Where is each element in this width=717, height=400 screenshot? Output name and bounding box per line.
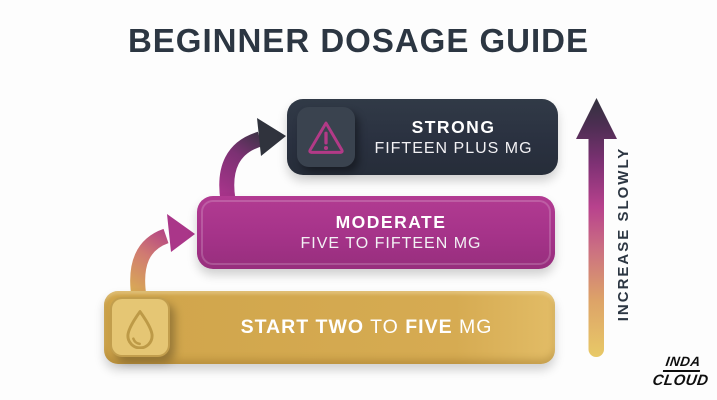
arrow-start-to-moderate — [130, 214, 195, 299]
indacloud-logo: INDA CLOUD — [651, 354, 713, 389]
strong-text-block: STRONG FIFTEEN PLUS MG — [355, 99, 552, 175]
arrow-moderate-to-strong — [219, 118, 286, 202]
warning-icon-box — [297, 107, 355, 167]
logo-line1: INDA — [663, 354, 703, 371]
dosage-bar-moderate: MODERATE FIVE TO FIFTEEN MG — [197, 196, 555, 269]
increase-slowly-label: INCREASE SLOWLY — [615, 146, 632, 322]
droplet-icon — [126, 310, 154, 349]
logo-line2: CLOUD — [651, 371, 710, 388]
increase-arrow — [576, 98, 617, 357]
droplet-icon-box — [110, 297, 170, 357]
warning-triangle-icon — [308, 121, 344, 154]
dosage-level-name: MODERATE — [335, 212, 447, 232]
dosage-level-range: FIFTEEN PLUS MG — [374, 139, 533, 157]
dosage-level-range: FIVE TO FIFTEEN MG — [300, 235, 482, 252]
dosage-bar-start: START TWO TO FIVE MG — [104, 291, 555, 364]
moderate-text-block: MODERATE FIVE TO FIFTEEN MG — [227, 196, 555, 269]
dosage-bar-strong: STRONG FIFTEEN PLUS MG — [287, 99, 558, 175]
start-text-block: START TWO TO FIVE MG — [178, 291, 555, 364]
page-title: BEGINNER DOSAGE GUIDE — [127, 22, 590, 59]
text-segment: TO — [364, 316, 406, 338]
text-segment: FIVE — [405, 316, 453, 338]
dosage-level-name: STRONG — [411, 116, 496, 137]
text-segment: START TWO — [240, 316, 365, 338]
dosage-start-text: START TWO TO FIVE MG — [241, 316, 493, 339]
text-segment: MG — [452, 316, 493, 338]
